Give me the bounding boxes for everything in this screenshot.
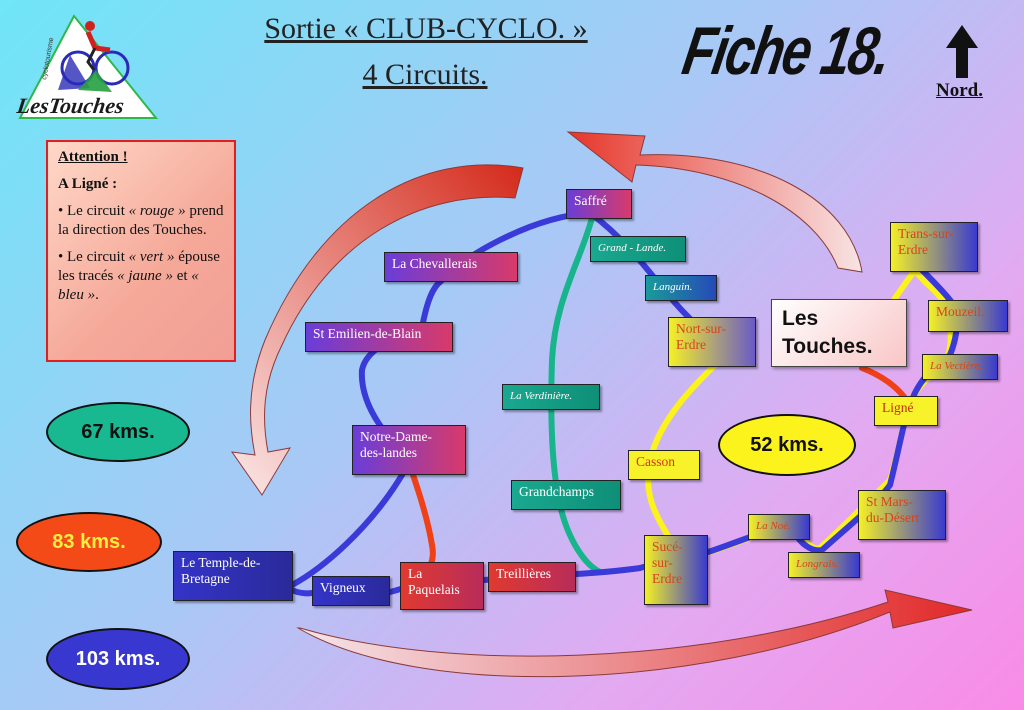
town-nort-sur-erdre: Nort-sur-Erdre	[668, 317, 756, 367]
distance-red: 83 kms.	[16, 512, 162, 572]
fiche-number: Fiche 18.	[677, 14, 896, 90]
distance-blue: 103 kms.	[46, 628, 190, 690]
page-title: Sortie « CLUB-CYCLO. »	[264, 12, 588, 45]
town-la-verdiniere: La Verdinière.	[502, 384, 600, 410]
attention-bullet-red: • Le circuit « rouge » prend la directio…	[58, 203, 224, 238]
club-logo: cyclotourisme LesTouches	[14, 14, 159, 119]
attention-box: Attention ! A Ligné : • Le circuit « rou…	[46, 140, 236, 362]
arrow-bottom-curve	[296, 589, 973, 678]
attention-location: A Ligné :	[58, 176, 118, 192]
town-mouzeil: Mouzeil.	[928, 300, 1008, 332]
town-la-vectiere: La Vectière.	[922, 354, 998, 380]
distance-yellow: 52 kms.	[718, 414, 856, 476]
town-notre-dame-des-landes: Notre-Dame-des-landes	[352, 425, 466, 475]
town-ligne: Ligné	[874, 396, 938, 426]
town-casson: Casson	[628, 450, 700, 480]
town-longrais: Longrais.	[788, 552, 860, 578]
town-saffre: Saffré	[566, 189, 632, 219]
logo-text: LesTouches	[14, 93, 125, 118]
town-st-emilien-de-blain: St Emilien-de-Blain	[305, 322, 453, 352]
distance-green: 67 kms.	[46, 402, 190, 462]
town-la-noe: La Noë.	[748, 514, 810, 540]
town-vigneux: Vigneux	[312, 576, 390, 606]
town-suce-sur-erdre: Sucé-sur-Erdre	[644, 535, 708, 605]
town-trans-sur-erdre: Trans-sur-Erdre	[890, 222, 978, 272]
red-route	[409, 365, 908, 569]
town-grand-lande: Grand - Lande.	[590, 236, 686, 262]
green-route	[548, 215, 603, 575]
arrow-top-curve	[566, 131, 863, 273]
page-subtitle: 4 Circuits.	[362, 58, 488, 91]
attention-heading: Attention !	[58, 149, 128, 165]
town-languin: Languin.	[645, 275, 717, 301]
north-label: Nord.	[936, 80, 983, 101]
attention-bullet-green: • Le circuit « vert » épouse les tracés …	[58, 249, 220, 303]
arrow-left-curve	[230, 164, 524, 496]
bike-front-wheel-icon	[94, 50, 130, 86]
town-grandchamps: Grandchamps	[511, 480, 621, 510]
town-st-mars-du-desert: St Mars-du-Désert	[858, 490, 946, 540]
town-le-temple-de-bretagne: Le Temple-de-Bretagne	[173, 551, 293, 601]
town-la-chevallerais: La Chevallerais	[384, 252, 518, 282]
north-arrow-icon	[946, 25, 978, 78]
town-treillieres: Treillières	[488, 562, 576, 592]
